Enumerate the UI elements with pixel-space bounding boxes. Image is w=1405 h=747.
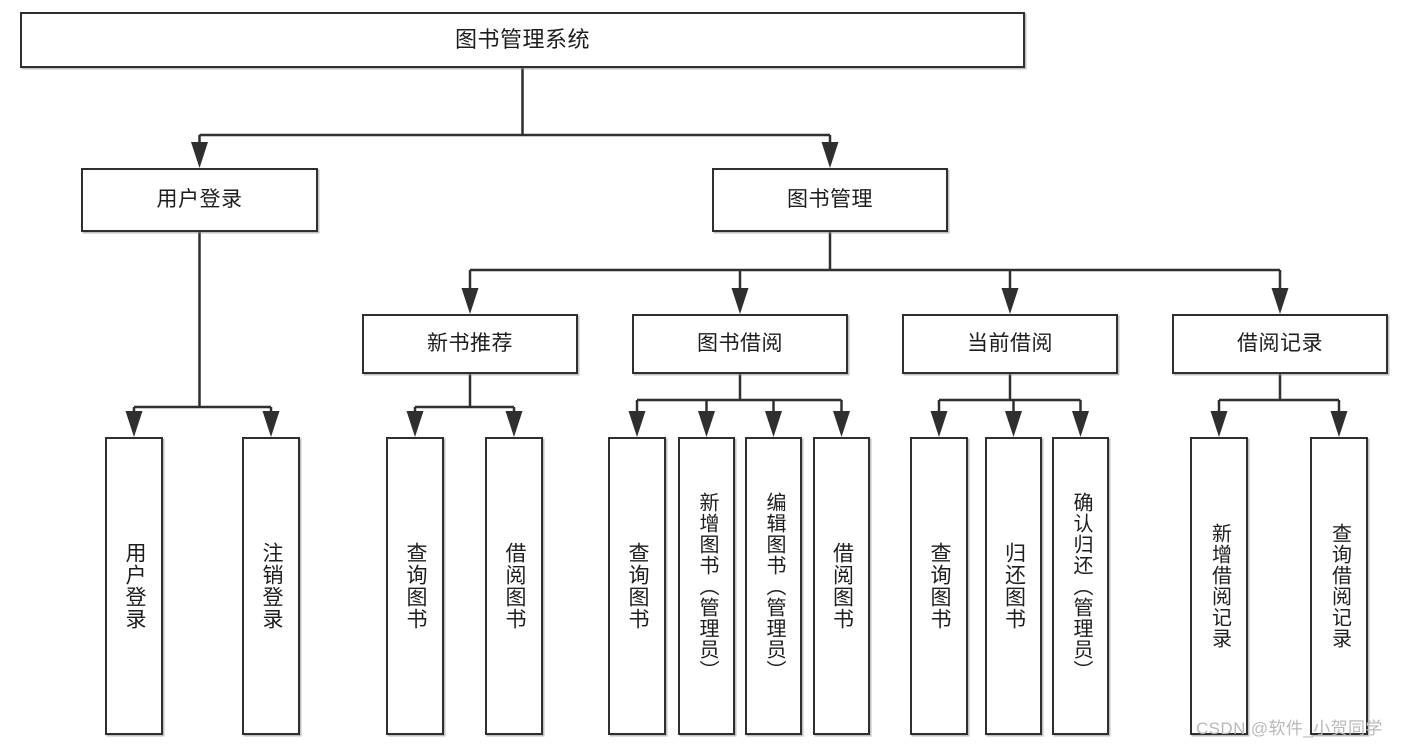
arrowhead-icon — [191, 142, 208, 168]
node-borrow[interactable]: 图书借阅 — [632, 314, 848, 374]
node-leaf-cu-query[interactable]: 查询图书 — [910, 437, 968, 735]
csdn-watermark: CSDN @软件_小贺同学 — [1196, 719, 1383, 738]
arrowhead-icon — [125, 411, 143, 437]
arrowhead-icon — [628, 411, 646, 437]
node-leaf-logout[interactable]: 注销登录 — [242, 437, 300, 735]
arrowhead-icon — [262, 411, 280, 437]
node-root[interactable]: 图书管理系统 — [20, 12, 1025, 68]
node-leaf-nb-borrow[interactable]: 借阅图书 — [485, 437, 543, 735]
node-leaf-cu-return[interactable]: 归还图书 — [985, 437, 1042, 735]
node-leaf-rc-add[interactable]: 新增借阅记录 — [1190, 437, 1248, 735]
arrowhead-icon — [821, 142, 839, 168]
arrowhead-icon — [698, 411, 715, 437]
node-label: 用户登录 — [156, 187, 243, 211]
node-label: 查询图书 — [928, 542, 952, 630]
arrowhead-icon — [1271, 288, 1289, 314]
node-label: 图书管理系统 — [454, 27, 590, 53]
node-label: 当前借阅 — [967, 331, 1053, 355]
node-records[interactable]: 借阅记录 — [1172, 314, 1388, 374]
node-leaf-login[interactable]: 用户登录 — [105, 437, 163, 735]
arrowhead-icon — [505, 411, 523, 437]
arrowhead-icon — [930, 411, 948, 437]
node-label: 借阅图书 — [503, 542, 527, 630]
arrowhead-icon — [406, 411, 424, 437]
node-leaf-rc-query[interactable]: 查询借阅记录 — [1310, 437, 1368, 735]
node-leaf-bo-edit[interactable]: 编辑图书（管理员） — [745, 437, 802, 735]
node-label: 图书管理 — [787, 187, 873, 211]
arrowhead-icon — [1001, 288, 1019, 314]
node-label: 归还图书 — [1002, 542, 1026, 630]
node-login[interactable]: 用户登录 — [81, 168, 318, 232]
arrowhead-icon — [731, 288, 749, 314]
node-label: 图书借阅 — [697, 331, 783, 355]
node-label: 确认归还（管理员） — [1070, 491, 1092, 681]
arrowhead-icon — [1210, 411, 1228, 437]
node-current[interactable]: 当前借阅 — [902, 314, 1118, 374]
node-leaf-bo-borrow[interactable]: 借阅图书 — [813, 437, 870, 735]
arrowhead-icon — [765, 411, 782, 437]
node-bookmgmt[interactable]: 图书管理 — [712, 168, 948, 232]
node-label: 编辑图书（管理员） — [763, 491, 785, 681]
node-leaf-nb-query[interactable]: 查询图书 — [386, 437, 444, 735]
node-label: 新增借阅记录 — [1208, 523, 1231, 649]
node-label: 注销登录 — [260, 542, 284, 630]
node-label: 查询图书 — [404, 542, 428, 630]
node-label: 查询图书 — [626, 542, 650, 630]
node-label: 新增图书（管理员） — [696, 491, 718, 681]
node-newbook[interactable]: 新书推荐 — [362, 314, 578, 374]
node-label: 查询借阅记录 — [1328, 523, 1351, 649]
node-label: 借阅记录 — [1237, 331, 1323, 355]
arrowhead-icon — [1330, 411, 1348, 437]
arrowhead-icon — [1072, 411, 1089, 437]
node-label: 新书推荐 — [427, 331, 513, 355]
node-label: 借阅图书 — [830, 542, 854, 630]
arrowhead-icon — [461, 288, 479, 314]
node-leaf-bo-query[interactable]: 查询图书 — [608, 437, 666, 735]
node-leaf-bo-add[interactable]: 新增图书（管理员） — [678, 437, 735, 735]
arrowhead-icon — [1005, 411, 1022, 437]
node-label: 用户登录 — [123, 542, 147, 630]
arrowhead-icon — [833, 411, 850, 437]
node-leaf-cu-confirm[interactable]: 确认归还（管理员） — [1052, 437, 1109, 735]
